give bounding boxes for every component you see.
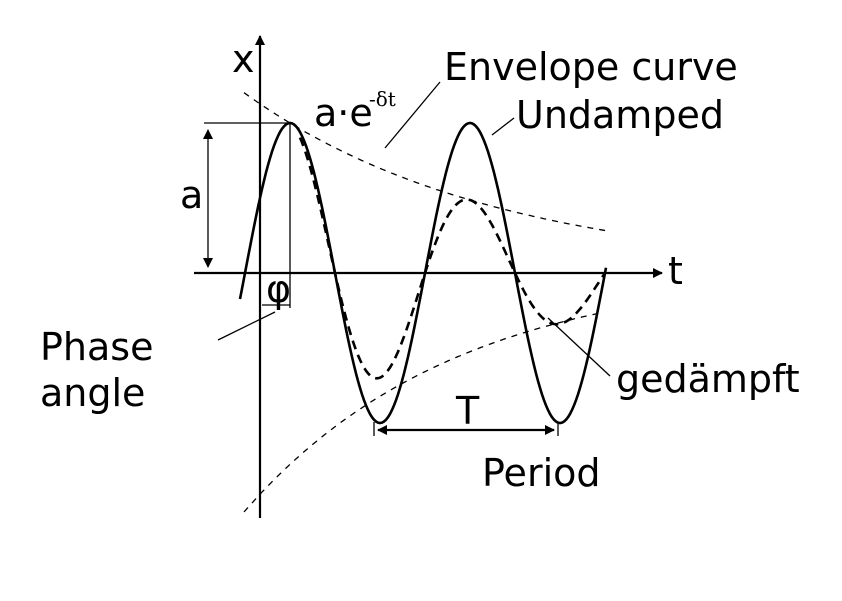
amplitude-formula-exponent: -δt (369, 87, 396, 111)
amplitude-formula-base: a·e (314, 91, 373, 135)
x-axis-label: x (232, 37, 255, 81)
phase-leader (217, 311, 276, 341)
damped-leader (547, 317, 611, 377)
t-axis-label: t (668, 249, 683, 293)
undamped-curve (238, 121, 608, 425)
envelope-leader (384, 81, 441, 149)
damped-label: gedämpft (616, 357, 800, 401)
phase-angle-label-line1: Phase (40, 325, 153, 369)
damped-curve (298, 137, 608, 380)
period-label: Period (482, 451, 601, 495)
phase-angle-label-line2: angle (40, 371, 145, 415)
phi-label: φ (266, 267, 291, 311)
undamped-label: Undamped (516, 93, 724, 137)
undamped-leader (491, 117, 515, 136)
amplitude-label: a (180, 173, 203, 217)
envelope-curve-upper (243, 92, 611, 232)
period-symbol: T (455, 389, 480, 433)
envelope-curve-lower (243, 312, 599, 513)
envelope-curve-label: Envelope curve (444, 45, 738, 89)
